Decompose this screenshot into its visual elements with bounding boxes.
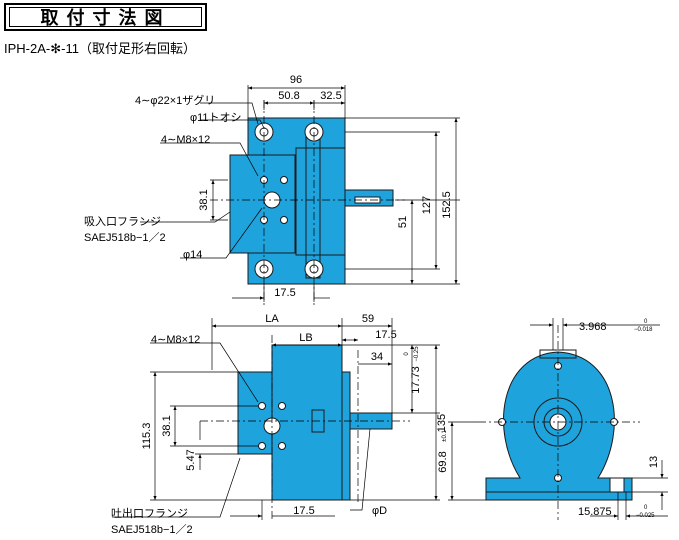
dim-51: 51: [397, 216, 409, 228]
dim-115-3: 115.3: [141, 423, 153, 450]
dim-34: 34: [371, 351, 383, 363]
dim-17-73: 17.73: [410, 366, 422, 394]
top-view-body: [229, 117, 394, 285]
side-view-text: 3.968 0 −0.018 69.8 ±0.1 13 15.875 0 −0.…: [437, 319, 660, 519]
label-suction-flange: 吸入口フランジ: [84, 216, 161, 228]
title-frame: 取付寸法図: [4, 3, 207, 31]
front-view: LA 59 LB 17.5 34 4∼M8×12 17.73 0 −0.25 1…: [111, 313, 448, 536]
tol-shaft-height: ±0.1: [442, 430, 448, 442]
page-title: 取付寸法図: [40, 8, 171, 28]
side-view: 3.968 0 −0.018 69.8 ±0.1 13 15.875 0 −0.…: [437, 318, 668, 520]
label-suction-std: SAEJ518b−1／2: [84, 231, 166, 244]
top-view-dims: [140, 85, 460, 302]
dim-32-5: 32.5: [320, 90, 341, 102]
front-view-dims: [112, 318, 440, 520]
dim-shaft-height: 69.8: [437, 451, 449, 472]
dim-5-47: 5.47: [185, 449, 197, 470]
label-shaft-dia: φD: [372, 505, 387, 517]
dim-17-5-front: 17.5: [375, 329, 396, 341]
tol-keyway-up: 0: [644, 505, 648, 511]
tol-17-73-lo: −0.25: [414, 346, 420, 362]
dim-la: LA: [265, 313, 279, 325]
dim-59: 59: [362, 313, 374, 325]
top-view-holes: [254, 122, 324, 279]
label-tap-front: 4∼M8×12: [151, 334, 200, 346]
dim-keyway: 15.875: [578, 506, 612, 518]
side-view-centerlines: [478, 325, 640, 520]
label-thru-hole: φ11トオシ: [190, 111, 242, 124]
dim-lb: LB: [299, 332, 312, 344]
dim-127: 127: [421, 196, 433, 214]
dim-17-5-top: 17.5: [274, 287, 295, 299]
model-subtitle: IPH-2A-✻-11（取付足形右回転）: [4, 41, 196, 56]
dim-96: 96: [290, 74, 302, 86]
top-view-text: 96 50.8 32.5 4∼φ22×1ザグリ φ11トオシ 4∼M8×12 3…: [84, 74, 453, 299]
tol-17-73-up: 0: [404, 352, 410, 356]
side-view-features: [486, 362, 632, 493]
dim-152-5: 152.5: [441, 191, 453, 219]
top-view-centerlines: [210, 100, 405, 305]
dim-key-width: 3.968: [579, 321, 607, 333]
label-discharge-flange: 吐出口フランジ: [111, 506, 188, 520]
tol-key-up: 0: [644, 319, 648, 325]
side-view-dims: [448, 318, 668, 520]
front-view-text: LA 59 LB 17.5 34 4∼M8×12 17.73 0 −0.25 1…: [111, 313, 448, 536]
tol-key-lo: −0.018: [634, 327, 653, 333]
dim-50-8: 50.8: [278, 90, 299, 102]
dim-38-1-front: 38.1: [161, 415, 173, 436]
label-tap: 4∼M8×12: [161, 134, 210, 146]
title-inner-frame: 取付寸法図: [9, 7, 202, 28]
front-view-centerlines: [200, 335, 410, 520]
label-port-dia: φ14: [183, 249, 202, 261]
dim-13: 13: [648, 456, 660, 468]
dim-135: 135: [436, 414, 448, 432]
label-counterbore: 4∼φ22×1ザグリ: [135, 93, 215, 107]
tol-keyway-lo: −0.025: [636, 513, 655, 519]
front-view-body: [237, 344, 393, 501]
label-discharge-std: SAEJ518b−1／2: [111, 523, 193, 536]
dim-17-5-bottom: 17.5: [293, 505, 314, 517]
top-view: 96 50.8 32.5 4∼φ22×1ザグリ φ11トオシ 4∼M8×12 3…: [84, 74, 460, 305]
dim-38-1: 38.1: [198, 189, 210, 210]
